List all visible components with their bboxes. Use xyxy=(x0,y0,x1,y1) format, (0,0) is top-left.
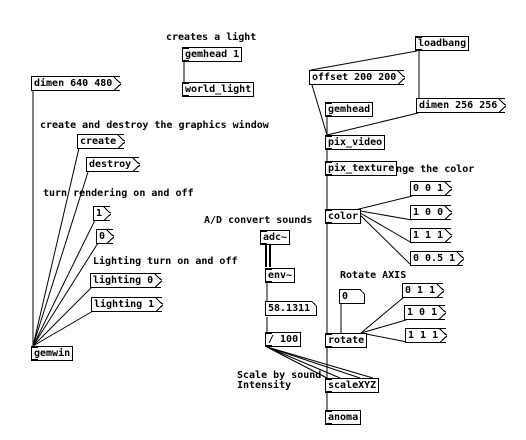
cord xyxy=(266,346,374,379)
dimen-640-message[interactable]: dimen 640 480 xyxy=(31,76,122,91)
rotate-111-message[interactable]: 1 1 1 xyxy=(405,328,448,343)
render-on-message[interactable]: 1 xyxy=(93,206,112,221)
lighting-1-message[interactable]: lighting 1 xyxy=(91,297,164,312)
loadbang-object[interactable]: loadbang xyxy=(415,36,470,51)
cord xyxy=(360,319,407,334)
cord xyxy=(266,346,328,379)
dimen-256-message[interactable]: dimen 256 256 xyxy=(416,98,507,113)
env-value-number[interactable]: 58.1311 xyxy=(265,301,317,316)
scalexyz-object[interactable]: scaleXYZ xyxy=(325,378,380,393)
comment-creates-light: creates a light xyxy=(166,32,257,43)
anoma-object[interactable]: anoma xyxy=(325,410,362,425)
gemwin-object[interactable]: gemwin xyxy=(31,346,74,361)
rotate-angle-number[interactable]: 0 xyxy=(339,289,365,304)
comment-rotate-axis: Rotate AXIS xyxy=(340,270,407,281)
cord xyxy=(266,346,361,379)
color-0051-message[interactable]: 0 0.5 1 xyxy=(410,251,465,266)
adc-object[interactable]: adc~ xyxy=(260,230,291,245)
gemhead-object[interactable]: gemhead xyxy=(325,102,374,117)
destroy-message[interactable]: destroy xyxy=(86,157,141,172)
rotate-object[interactable]: rotate xyxy=(325,333,368,348)
world-light-object[interactable]: world_light xyxy=(182,82,255,97)
color-111-message[interactable]: 1 1 1 xyxy=(410,228,453,243)
comment-change-color: change the color xyxy=(378,164,475,175)
cord xyxy=(354,195,413,211)
cord xyxy=(32,286,93,347)
cord xyxy=(32,219,96,347)
divide-100-object[interactable]: / 100 xyxy=(265,332,302,347)
lighting-0-message[interactable]: lighting 0 xyxy=(90,273,163,288)
comment-create-destroy: create and destroy the graphics window xyxy=(40,120,269,131)
cord xyxy=(354,209,413,244)
comment-lighting: Lighting turn on and off xyxy=(93,256,238,267)
gemhead-1-object[interactable]: gemhead 1 xyxy=(182,47,243,62)
cord xyxy=(32,171,89,347)
render-off-message[interactable]: 0 xyxy=(96,229,115,244)
cord xyxy=(310,50,418,71)
rotate-101-message[interactable]: 1 0 1 xyxy=(404,305,447,320)
cord xyxy=(354,209,413,267)
cord xyxy=(32,310,94,347)
cord xyxy=(32,242,99,347)
offset-message[interactable]: offset 200 200 xyxy=(309,70,406,85)
cord xyxy=(266,346,341,379)
cord xyxy=(311,84,328,136)
comment-scale-line1: Scale by sound xyxy=(237,370,322,381)
pix-video-object[interactable]: pix_video xyxy=(325,135,386,150)
cord xyxy=(360,296,405,334)
comment-rendering: turn rendering on and off xyxy=(43,188,194,199)
env-object[interactable]: env~ xyxy=(265,268,296,283)
cord xyxy=(354,209,413,221)
create-message[interactable]: create xyxy=(77,134,126,149)
color-100-message[interactable]: 1 0 0 xyxy=(410,205,453,220)
rotate-011-message[interactable]: 0 1 1 xyxy=(402,283,445,298)
comment-scale-line2: Intensity xyxy=(237,380,292,391)
cord xyxy=(32,147,80,347)
pix-texture-object[interactable]: pix_texture xyxy=(325,161,398,176)
cord xyxy=(326,112,419,136)
color-001-message[interactable]: 0 0 1 xyxy=(410,181,453,196)
cord xyxy=(360,332,408,343)
comment-ad-convert: A/D convert sounds xyxy=(204,215,313,226)
color-object[interactable]: color xyxy=(325,209,362,224)
